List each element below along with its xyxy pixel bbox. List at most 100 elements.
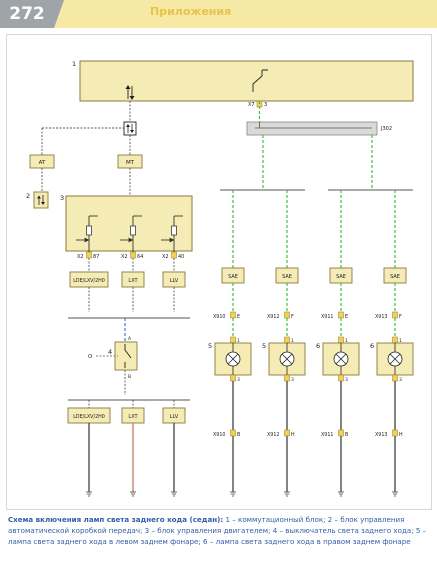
page-header: 272 Приложения [0, 0, 437, 28]
lamp-pin3-terminal-4 [392, 374, 398, 382]
ecu-block-3 [65, 195, 193, 252]
top-connector-terminal-1 [230, 311, 236, 319]
bottom-connector-terminal-4 [392, 429, 398, 437]
bottom-connector-pin-4: H [399, 432, 403, 438]
ldelxv2h0-bottom-label: LDE/LXV/2H0 [73, 414, 105, 420]
x2-87-pin: 87 [93, 254, 99, 260]
x2-87-label: X2 [77, 254, 84, 260]
lamp-pin1-terminal-1 [230, 336, 236, 344]
component-label-3: 3 [60, 194, 64, 202]
component-label-6a: 6 [316, 342, 320, 350]
top-connector-name-2: X912 [267, 314, 279, 320]
bottom-connector-name-1: X910 [213, 432, 225, 438]
tcm-block-2 [33, 191, 49, 209]
bottom-connector-pin-3: B [345, 432, 348, 438]
lamp-pin1-terminal-4 [392, 336, 398, 344]
sae-label-1: SAE [228, 274, 238, 280]
sae-label-4: SAE [390, 274, 400, 280]
section-title: Приложения [150, 5, 232, 18]
lamp-pin1-1: 1 [237, 338, 240, 344]
at-label: AT [39, 160, 46, 166]
lxt-bottom-label: LXT [128, 414, 138, 420]
bottom-connector-name-2: X912 [267, 432, 279, 438]
lamp-filament-icon-4 [389, 353, 401, 365]
ldelxv2h0-top-label: LDE/LXV/2H0 [73, 278, 105, 284]
lamp-pin1-4: 1 [399, 338, 402, 344]
ground-icon-1 [230, 491, 236, 497]
top-connector-name-3: X911 [321, 314, 333, 320]
lamp-pin3-1: 3 [237, 377, 240, 383]
block1-switch-symbol [252, 69, 268, 92]
x2-40-pin: 40 [178, 254, 184, 260]
component-label-4: 4 [108, 348, 112, 356]
sae-label-2: SAE [282, 274, 292, 280]
top-connector-pin-4: F [399, 314, 402, 320]
lamp-pin3-3: 3 [345, 377, 348, 383]
j302-label: J302 [380, 126, 392, 132]
lamp-pin1-3: 1 [345, 338, 348, 344]
x2-87-terminal [86, 251, 92, 259]
x7-label: X7 [248, 102, 255, 108]
component-label-1: 1 [72, 60, 76, 68]
bottom-connector-terminal-1 [230, 429, 236, 437]
ground-icon-4 [392, 491, 398, 497]
lamp-pin1-terminal-2 [284, 336, 290, 344]
lamp-filament-icon-2 [281, 353, 293, 365]
wiring-diagram: 1 X7 3 J302 AT MT 2 [26, 60, 414, 497]
lamp-filament-icon-3 [335, 353, 347, 365]
caption-text: 1 – коммутационный блок; 2 – блок управл… [8, 515, 427, 546]
lamp-pin3-terminal-2 [284, 374, 290, 382]
block1-data-arrows-icon [125, 85, 135, 100]
component-label-5a: 5 [208, 342, 212, 350]
diagram-frame [6, 34, 432, 510]
top-connector-terminal-2 [284, 311, 290, 319]
bottom-connector-pin-1: B [237, 432, 240, 438]
ecu-internal-circuits [76, 215, 183, 252]
bottom-connector-name-4: X913 [375, 432, 387, 438]
top-connector-pin-1: E [237, 314, 240, 320]
reverse-switch-symbol [124, 344, 132, 368]
x2-64-pin: 64 [137, 254, 143, 260]
component-label-2: 2 [26, 192, 30, 200]
lamp-filament-icon-1 [227, 353, 239, 365]
lamp-pin3-terminal-1 [230, 374, 236, 382]
ground-icons-left [86, 491, 177, 497]
lamp-pin3-2: 3 [291, 377, 294, 383]
data-connector-box [123, 121, 137, 136]
lxt-top-label: LXT [128, 278, 138, 284]
caption-title: Схема включения ламп света заднего хода … [8, 515, 224, 524]
sae-label-3: SAE [336, 274, 346, 280]
top-connector-terminal-4 [392, 311, 398, 319]
ground-icon-2 [284, 491, 290, 497]
x2-64-terminal [130, 251, 136, 259]
bottom-connector-pin-2: H [291, 432, 295, 438]
data-connector-arrows-icon [126, 124, 134, 133]
j302-splice [246, 121, 378, 136]
top-connector-name-4: X913 [375, 314, 387, 320]
component-label-6b: 6 [370, 342, 374, 350]
x7-pin: 3 [264, 102, 267, 108]
top-connector-pin-3: E [345, 314, 348, 320]
reverse-switch-4 [114, 341, 138, 371]
top-connector-name-1: X910 [213, 314, 225, 320]
x2-40-label: X2 [162, 254, 169, 260]
lamp-pin3-terminal-3 [338, 374, 344, 382]
bottom-connector-terminal-2 [284, 429, 290, 437]
component-label-5b: 5 [262, 342, 266, 350]
llv-top-label: LLV [170, 278, 179, 284]
switch-pin-b: B [128, 374, 131, 380]
page-number: 272 [0, 0, 54, 28]
switch-pin-a: A [128, 336, 132, 342]
tcm-arrows-icon [37, 195, 45, 205]
page-number-notch [54, 0, 64, 28]
switch-side-label: O [88, 354, 93, 360]
x2-40-terminal [171, 251, 177, 259]
llv-bottom-label: LLV [170, 414, 179, 420]
bottom-connector-terminal-3 [338, 429, 344, 437]
x2-64-label: X2 [121, 254, 128, 260]
mt-label: MT [126, 160, 135, 166]
top-connector-pin-2: F [291, 314, 294, 320]
lamp-pin1-terminal-3 [338, 336, 344, 344]
top-connector-terminal-3 [338, 311, 344, 319]
